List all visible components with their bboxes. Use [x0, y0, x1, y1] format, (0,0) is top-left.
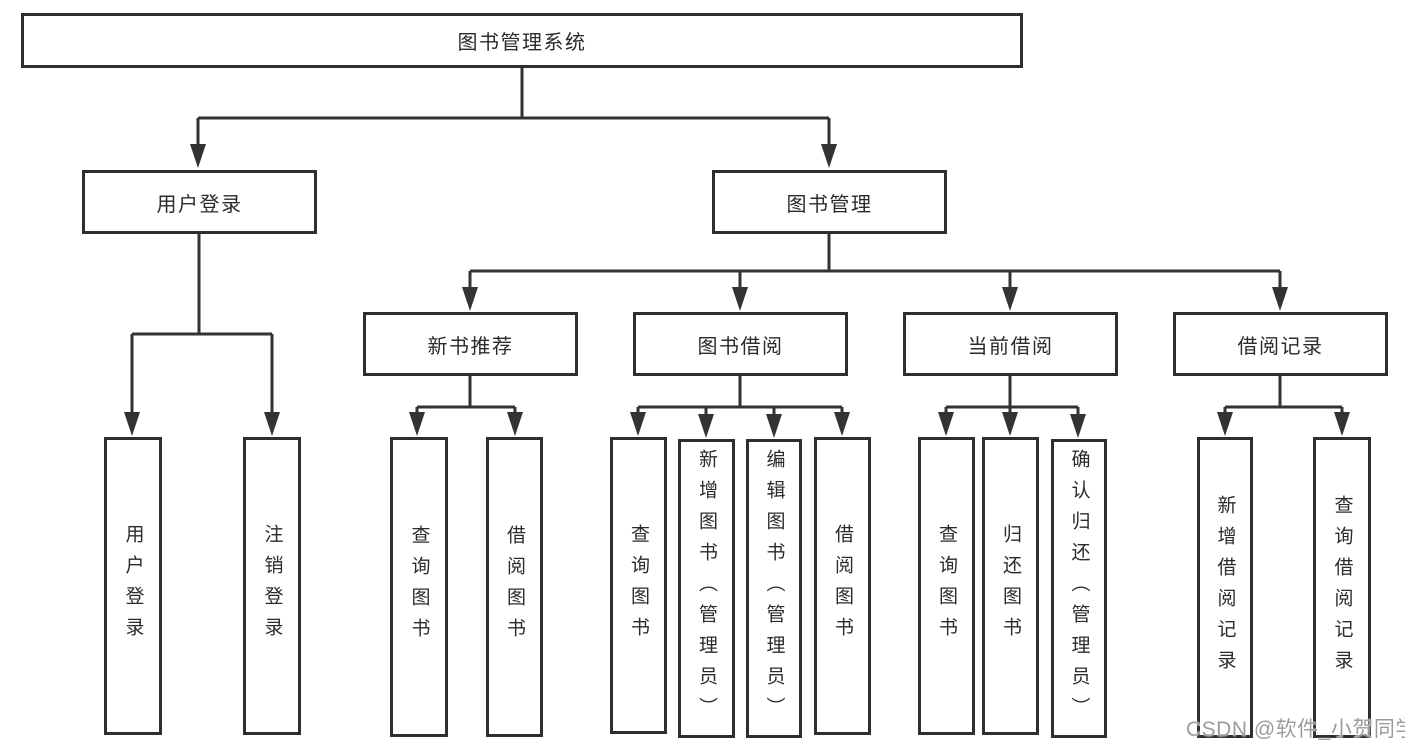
leaf-records-query-record: 查询借阅记录 — [1313, 437, 1371, 738]
connector-borrow-children — [630, 376, 850, 438]
arrowhead-down-icon — [1334, 412, 1350, 436]
leaf-records-add-record: 新增借阅记录 — [1197, 437, 1253, 738]
leaf-borrow-add-books: 新增图书（管理员） — [678, 439, 735, 738]
connector-mgmt-children — [462, 234, 1288, 311]
arrowhead-down-icon — [190, 144, 206, 168]
arrowhead-down-icon — [821, 144, 837, 168]
connector-records-children — [1217, 376, 1350, 436]
leaf-borrow-query-books: 查询图书 — [610, 437, 667, 734]
leaf-user-login: 用户登录 — [104, 437, 162, 735]
node-borrow-records: 借阅记录 — [1173, 312, 1388, 376]
leaf-current-return-books: 归还图书 — [982, 437, 1039, 735]
leaf-logout: 注销登录 — [243, 437, 301, 735]
arrowhead-down-icon — [1070, 414, 1086, 438]
arrowhead-down-icon — [938, 412, 954, 436]
arrowhead-down-icon — [630, 412, 646, 436]
arrowhead-down-icon — [732, 287, 748, 311]
leaf-borrow-edit-books: 编辑图书（管理员） — [746, 439, 802, 738]
connector-login-children — [124, 234, 280, 436]
arrowhead-down-icon — [264, 412, 280, 436]
arrowhead-down-icon — [698, 414, 714, 438]
arrowhead-down-icon — [409, 412, 425, 436]
node-book-borrow: 图书借阅 — [633, 312, 848, 376]
arrowhead-down-icon — [124, 412, 140, 436]
node-current-borrow: 当前借阅 — [903, 312, 1118, 376]
watermark: CSDN @软件_小贺同学 — [1186, 718, 1405, 741]
node-user-login: 用户登录 — [82, 170, 317, 234]
node-library-system: 图书管理系统 — [21, 13, 1023, 68]
arrowhead-down-icon — [834, 412, 850, 436]
arrowhead-down-icon — [1002, 287, 1018, 311]
leaf-newbook-borrow-books: 借阅图书 — [486, 437, 543, 737]
arrowhead-down-icon — [1272, 287, 1288, 311]
node-new-book-recommend: 新书推荐 — [363, 312, 578, 376]
arrowhead-down-icon — [1217, 412, 1233, 436]
leaf-current-confirm-return: 确认归还（管理员） — [1051, 439, 1107, 738]
arrowhead-down-icon — [507, 412, 523, 436]
leaf-borrow-borrow-books: 借阅图书 — [814, 437, 871, 735]
arrowhead-down-icon — [462, 287, 478, 311]
leaf-current-query-books: 查询图书 — [918, 437, 975, 735]
node-book-management: 图书管理 — [712, 170, 947, 234]
arrowhead-down-icon — [1002, 412, 1018, 436]
connector-newbook-children — [409, 376, 523, 436]
connector-root-to-level2 — [190, 68, 837, 168]
connector-current-children — [938, 376, 1086, 438]
arrowhead-down-icon — [766, 414, 782, 438]
leaf-newbook-query-books: 查询图书 — [390, 437, 448, 737]
